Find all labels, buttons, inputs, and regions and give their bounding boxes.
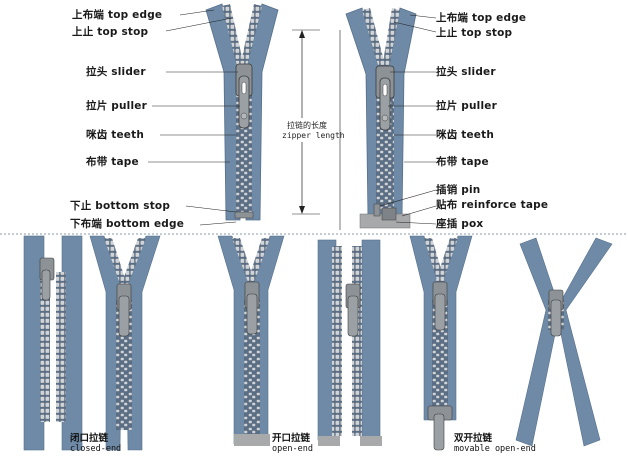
label-bottom-stop-left: 下止 bottom stop <box>70 200 171 212</box>
label-top-edge-left: 上布端 top edge <box>72 9 163 21</box>
teeth-open-right <box>240 4 262 70</box>
label-bottom-edge-left: 下布端 bottom edge <box>70 218 185 230</box>
closed-end-joined <box>89 235 161 451</box>
label-top-edge-right: 上布端 top edge <box>436 12 527 24</box>
two-way-x <box>515 237 613 447</box>
pin <box>373 203 381 217</box>
teeth-open-right <box>382 8 400 72</box>
label-pin-right: 插销 pin <box>436 184 481 196</box>
puller-slot <box>241 81 247 95</box>
label-puller-left: 拉片 puller <box>86 100 147 112</box>
teeth-open-left <box>362 8 386 72</box>
open-end-separated <box>317 239 382 446</box>
label-teeth-right: 咪齿 teeth <box>436 129 495 141</box>
label-tape-left: 布带 tape <box>86 156 139 168</box>
puller-rivet <box>240 112 248 120</box>
closed-end-separated-pair <box>23 235 83 451</box>
label-reinforce-tape-right: 贴布 reinforce tape <box>436 199 549 211</box>
label-teeth-left: 咪齿 teeth <box>86 129 145 141</box>
label-top-stop-left: 上止 top stop <box>72 26 149 38</box>
zipper-length-dimension <box>280 29 350 215</box>
label-tape-right: 布带 tape <box>436 156 489 168</box>
open-end-joined <box>217 235 285 446</box>
pox <box>381 207 397 221</box>
label-pox-right: 座插 pox <box>436 218 484 230</box>
bottom-stop <box>234 211 254 219</box>
label-top-stop-right: 上止 top stop <box>436 27 513 39</box>
zipper-length-zh: 拉链的长度 <box>287 121 327 130</box>
label-slider-right: 拉头 slider <box>436 66 496 78</box>
leader-lines <box>148 9 437 226</box>
puller-slot <box>382 83 388 97</box>
label-puller-right: 拉片 puller <box>436 100 497 112</box>
puller-rivet <box>381 114 389 122</box>
label-slider-left: 拉头 slider <box>86 66 146 78</box>
zipper-closed-end-anatomy <box>205 3 279 221</box>
teeth-open-left <box>222 4 244 70</box>
zipper-length-en: zipper length <box>282 131 345 140</box>
two-way-open <box>409 235 473 451</box>
zipper-open-end-anatomy <box>339 7 417 230</box>
